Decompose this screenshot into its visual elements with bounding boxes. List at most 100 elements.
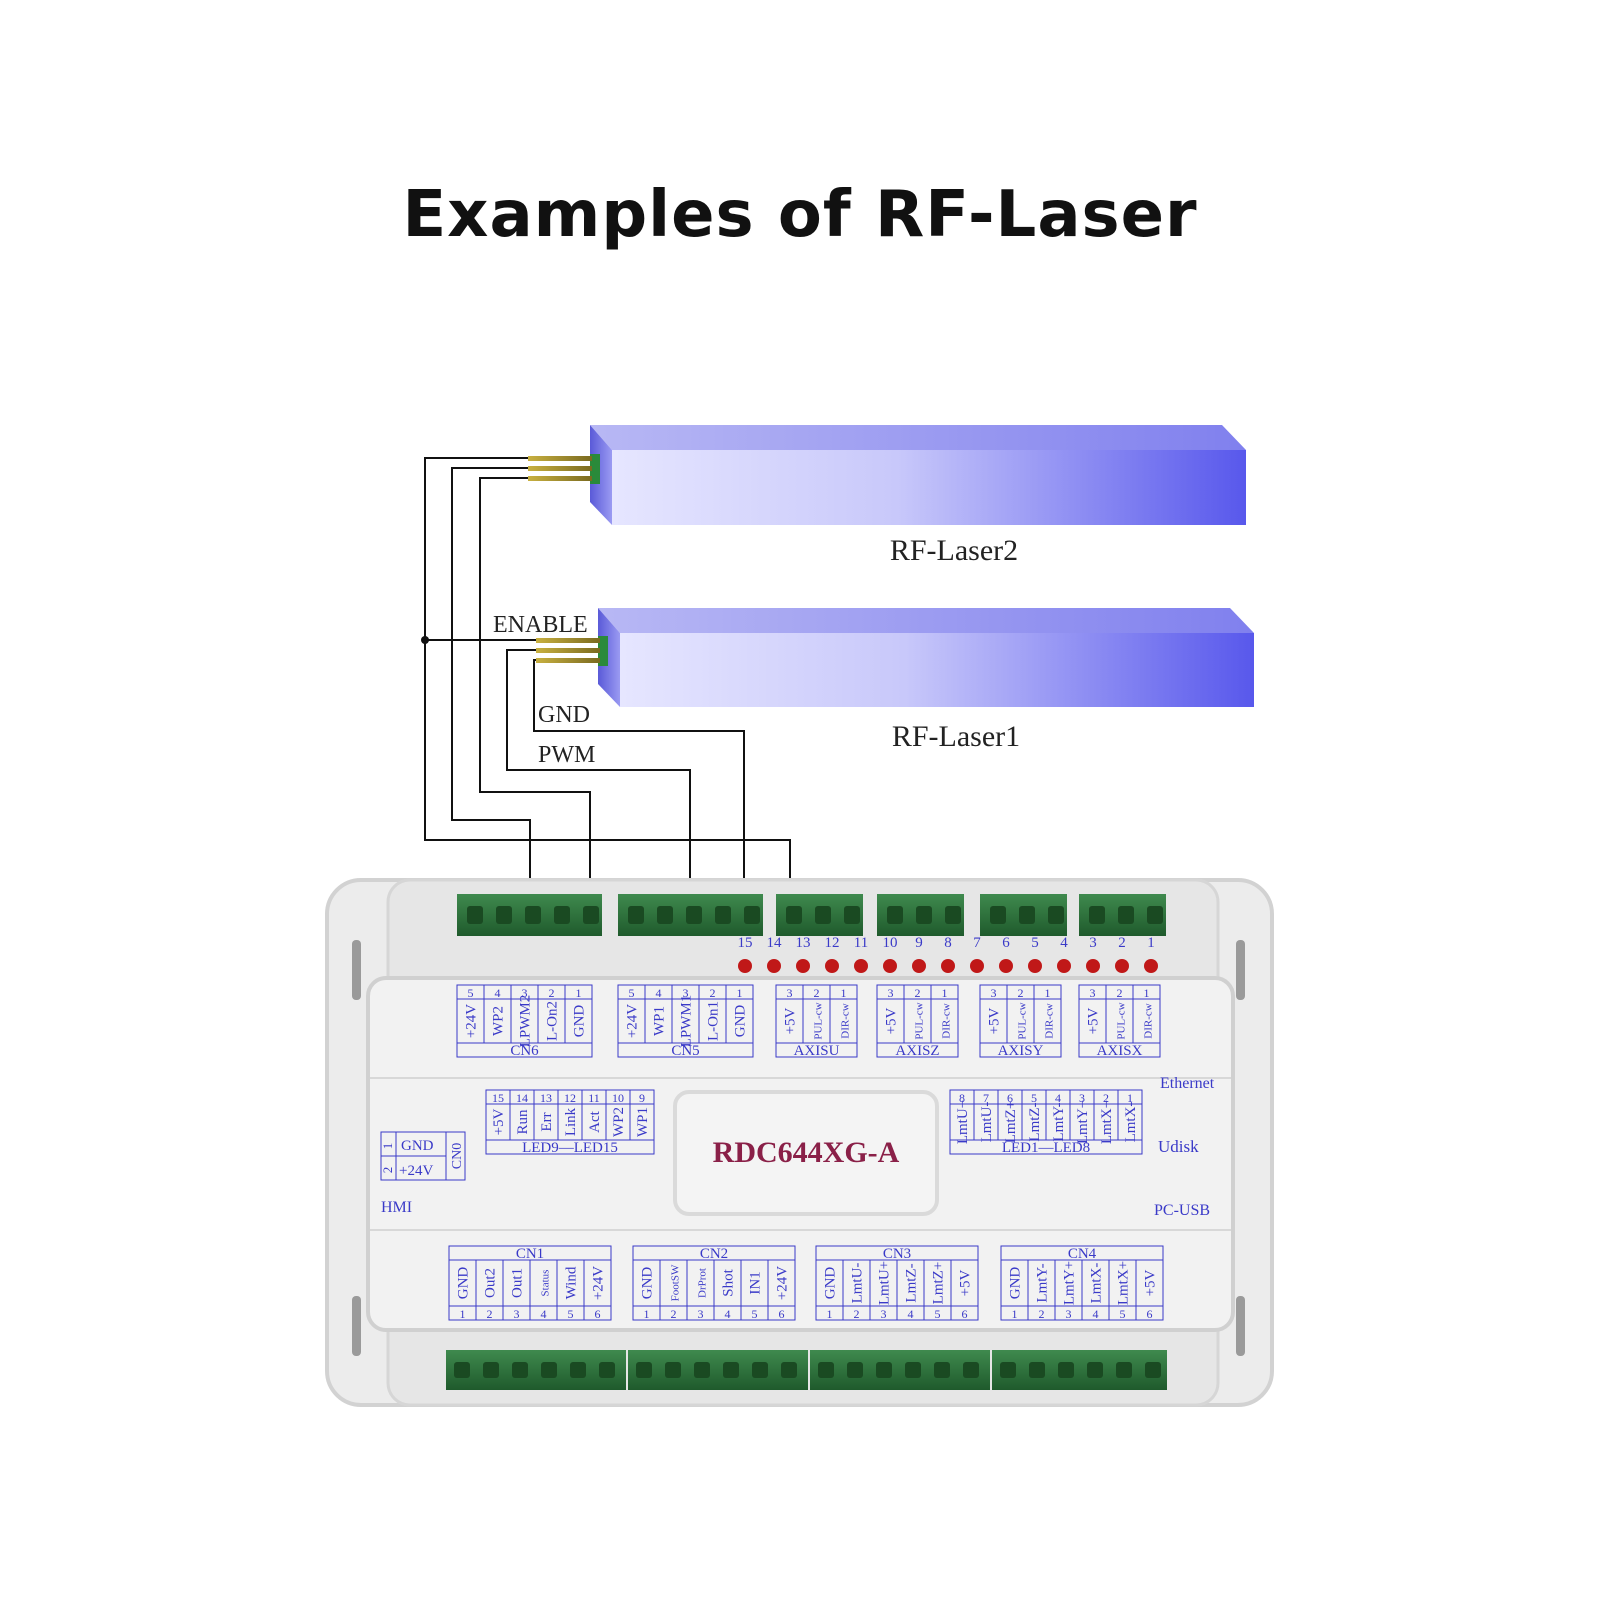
pin-number: 3 bbox=[888, 986, 894, 1000]
pin-label: PUL-cw bbox=[813, 1002, 825, 1039]
enable-label: ENABLE bbox=[493, 612, 588, 638]
screw-icon bbox=[554, 906, 570, 924]
pin-number: 13 bbox=[540, 1091, 552, 1105]
screw-icon bbox=[525, 906, 541, 924]
pin-number: 5 bbox=[1031, 1091, 1037, 1105]
pin-label: +5V bbox=[491, 1108, 507, 1135]
connector-screws bbox=[454, 1362, 1161, 1378]
pin-number: 1 bbox=[1045, 986, 1051, 1000]
led-row bbox=[738, 959, 1158, 973]
page-title: Examples of RF-Laser bbox=[402, 178, 1198, 252]
pin-label: LmtY- bbox=[1035, 1263, 1051, 1302]
controller-board bbox=[325, 878, 1274, 1407]
pin-number: 3 bbox=[1066, 1307, 1072, 1321]
pin-number: 3 bbox=[1090, 986, 1096, 1000]
pin-label: DIR-cw bbox=[840, 1003, 852, 1038]
screw-icon bbox=[686, 906, 702, 924]
led-icon bbox=[796, 959, 810, 973]
pin-label: +24V bbox=[625, 1004, 641, 1038]
pin-number: 1 bbox=[1127, 1091, 1133, 1105]
pin-label: LmtY+ bbox=[1075, 1100, 1091, 1144]
pin-label: GND bbox=[1008, 1267, 1024, 1300]
pin-number: 10 bbox=[612, 1091, 624, 1105]
screw-icon bbox=[847, 1362, 863, 1378]
connector-name: CN5 bbox=[671, 1043, 699, 1059]
led-icon bbox=[825, 959, 839, 973]
pin-label: L-On1 bbox=[706, 1001, 722, 1041]
led-number: 3 bbox=[1089, 935, 1097, 951]
pin-number: 5 bbox=[629, 986, 635, 1000]
laser-connector-icon bbox=[590, 454, 600, 484]
pin-number: 1 bbox=[1144, 986, 1150, 1000]
pin-number: 1 bbox=[380, 1143, 395, 1150]
connector-screws bbox=[467, 906, 1163, 924]
wire-junction-icon bbox=[421, 636, 429, 644]
screw-icon bbox=[876, 1362, 892, 1378]
connector-name: LED1—LED8 bbox=[1002, 1140, 1090, 1156]
screw-icon bbox=[483, 1362, 499, 1378]
screw-icon bbox=[1089, 906, 1105, 924]
pin-label: WP2 bbox=[611, 1107, 627, 1137]
pin-label: GND bbox=[456, 1267, 472, 1300]
pin-number: 3 bbox=[683, 986, 689, 1000]
pin-number: 2 bbox=[487, 1307, 493, 1321]
pin-label: Err bbox=[539, 1112, 555, 1131]
pin-number: 5 bbox=[468, 986, 474, 1000]
pin-label: +5V bbox=[1143, 1269, 1159, 1296]
pwm-label: PWM bbox=[538, 742, 595, 768]
pin-number: 6 bbox=[1007, 1091, 1013, 1105]
pin-label: +5V bbox=[958, 1269, 974, 1296]
pcusb-port-label: PC-USB bbox=[1154, 1202, 1210, 1219]
led-number: 15 bbox=[738, 935, 753, 951]
led-number: 12 bbox=[825, 935, 840, 951]
rf-laser2 bbox=[590, 425, 1246, 525]
screw-icon bbox=[1147, 906, 1163, 924]
screw-icon bbox=[1118, 906, 1134, 924]
pin-number: 4 bbox=[1055, 1091, 1061, 1105]
pin-label: LmtU- bbox=[850, 1263, 866, 1304]
screw-icon bbox=[512, 1362, 528, 1378]
pin-label: +5V bbox=[1086, 1007, 1102, 1034]
led-pin-tables: 15+5V14Run13Err12Link11Act10WP29WP1LED9—… bbox=[485, 1089, 1143, 1156]
pin-label: FootSW bbox=[670, 1264, 682, 1301]
pin-label: +5V bbox=[884, 1007, 900, 1034]
pin-label: PUL-cw bbox=[914, 1002, 926, 1039]
screw-icon bbox=[844, 906, 860, 924]
pin-number: 3 bbox=[787, 986, 793, 1000]
pin-label: Link bbox=[563, 1107, 579, 1136]
pin-number: 2 bbox=[854, 1307, 860, 1321]
led-number: 1 bbox=[1147, 935, 1155, 951]
pin-label: GND bbox=[823, 1267, 839, 1300]
pin-label: WP1 bbox=[635, 1107, 651, 1137]
led-number: 8 bbox=[944, 935, 952, 951]
led-icon bbox=[854, 959, 868, 973]
pin-number: 11 bbox=[588, 1091, 600, 1105]
pin-number: 3 bbox=[698, 1307, 704, 1321]
udisk-port-label: Udisk bbox=[1158, 1137, 1199, 1156]
led-icon bbox=[738, 959, 752, 973]
connector-name: AXISZ bbox=[895, 1043, 939, 1059]
pin-label: DIR-cw bbox=[1143, 1003, 1155, 1038]
screw-icon bbox=[657, 906, 673, 924]
pin-label: +24V bbox=[399, 1163, 433, 1179]
pin-label: +5V bbox=[987, 1007, 1003, 1034]
screw-icon bbox=[744, 906, 760, 924]
pin-label: LmtZ+ bbox=[931, 1262, 947, 1305]
pin-number: 3 bbox=[522, 986, 528, 1000]
pin-number: 1 bbox=[942, 986, 948, 1000]
pin-number: 3 bbox=[991, 986, 997, 1000]
pin-label: Out2 bbox=[483, 1268, 499, 1298]
screw-icon bbox=[786, 906, 802, 924]
pin-label: Act bbox=[587, 1110, 603, 1132]
pin-label: Run bbox=[515, 1109, 531, 1135]
pin-label: LmtZ- bbox=[1027, 1102, 1043, 1141]
led-number: 5 bbox=[1031, 935, 1039, 951]
pin-label: +24V bbox=[775, 1266, 791, 1300]
connector-name: AXISY bbox=[998, 1043, 1044, 1059]
